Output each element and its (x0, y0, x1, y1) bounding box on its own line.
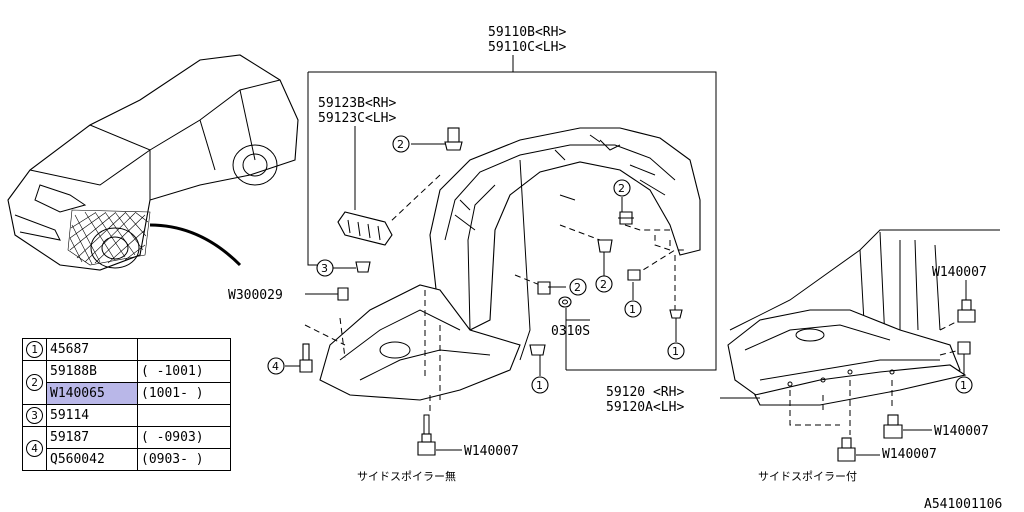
svg-text:2: 2 (618, 182, 625, 195)
nut-0310s (558, 296, 572, 308)
inner-wheel-liner (319, 127, 701, 401)
label-0310s: 0310S (551, 324, 590, 339)
label-inner-lh: 59110C<LH> (488, 40, 566, 55)
svg-text:2: 2 (600, 278, 607, 291)
label-w140007-top-right: W140007 (932, 265, 987, 280)
clip-45687-bottom (669, 309, 683, 319)
svg-text:1: 1 (629, 303, 636, 316)
clip-45687-right (627, 269, 641, 281)
callout-2-a: 2 (392, 135, 410, 153)
clip-w140065 (537, 281, 551, 295)
ref-cell: 3 (22, 404, 47, 427)
car-illustration (7, 54, 299, 271)
clip-w300029 (337, 287, 349, 301)
part-number-cell[interactable]: 45687 (46, 338, 138, 361)
label-inner-rh: 59110B<RH> (488, 25, 566, 40)
bolt-59187 (299, 343, 313, 373)
label-w140007-mid-right: W140007 (934, 424, 989, 439)
bolt-w140007-left (417, 414, 436, 456)
range-cell: ( -1001) (137, 360, 231, 383)
ref-cell: 1 (22, 338, 47, 361)
caption-without-spoiler: サイドスポイラー無 (357, 469, 456, 483)
clip-59188b-center (597, 239, 613, 253)
callout-4: 4 (267, 357, 285, 375)
label-cover-lh: 59120A<LH> (606, 400, 684, 415)
caption-with-spoiler: サイドスポイラー付 (758, 470, 857, 483)
part-number-cell-highlighted[interactable]: W140065 (46, 382, 138, 405)
callout-3: 3 (316, 259, 334, 277)
ref-cell: 2 (22, 360, 47, 405)
label-w300029: W300029 (228, 288, 283, 303)
bolt-w140007-top-right (957, 299, 976, 323)
table-row: 4 59187 ( -0903) (22, 426, 231, 471)
label-cover-rh: 59120 <RH> (606, 385, 684, 400)
svg-text:3: 3 (321, 262, 328, 275)
ref-cell: 4 (22, 426, 47, 471)
table-row: 3 59114 (22, 404, 231, 427)
clip-45687-low (529, 344, 546, 356)
callout-1-a: 1 (624, 300, 642, 318)
callout-1-b: 1 (667, 342, 685, 360)
table-row: Q560042 (0903- ) (23, 448, 231, 471)
range-cell: (1001- ) (137, 382, 231, 405)
bracket-59123 (337, 211, 393, 246)
svg-text:4: 4 (272, 360, 279, 373)
bolt-w140007-mid-right (883, 414, 903, 439)
svg-text:1: 1 (960, 379, 967, 392)
clip-59188b-top (444, 127, 463, 151)
part-number-cell[interactable]: 59188B (46, 360, 138, 383)
clip-59114 (355, 261, 371, 273)
clip-59188b-mid (618, 211, 634, 225)
under-cover-body (727, 229, 1000, 406)
svg-text:2: 2 (397, 138, 404, 151)
range-cell: (0903- ) (137, 448, 231, 471)
label-w140007-low-right: W140007 (882, 447, 937, 462)
callout-2-b: 2 (569, 278, 587, 296)
range-cell (137, 404, 231, 427)
wheel-liner-hatch (67, 209, 151, 266)
callout-2-d: 2 (613, 179, 631, 197)
clip-45687-far-right (957, 341, 971, 355)
label-bracket-lh: 59123C<LH> (318, 111, 396, 126)
parts-reference-table: 1 45687 2 59188B ( -1001) W140065 (1001-… (22, 338, 231, 471)
part-number-cell[interactable]: Q560042 (46, 448, 138, 471)
callout-1-d: 1 (955, 376, 973, 394)
part-number-cell[interactable]: 59114 (46, 404, 138, 427)
label-bracket-rh: 59123B<RH> (318, 96, 396, 111)
label-w140007-left: W140007 (464, 444, 519, 459)
table-row: 2 59188B ( -1001) (22, 360, 231, 405)
svg-text:1: 1 (536, 379, 543, 392)
table-row: 1 45687 (22, 338, 231, 361)
svg-text:2: 2 (574, 281, 581, 294)
callout-2-c: 2 (595, 275, 613, 293)
diagram-code: A541001106 (924, 497, 1002, 512)
callout-1-c: 1 (531, 376, 549, 394)
range-cell (137, 338, 231, 361)
part-number-cell[interactable]: 59187 (46, 426, 138, 449)
range-cell: ( -0903) (137, 426, 231, 449)
svg-text:1: 1 (672, 345, 679, 358)
bolt-w140007-low-right (837, 437, 856, 462)
table-row: W140065 (1001- ) (23, 382, 231, 405)
